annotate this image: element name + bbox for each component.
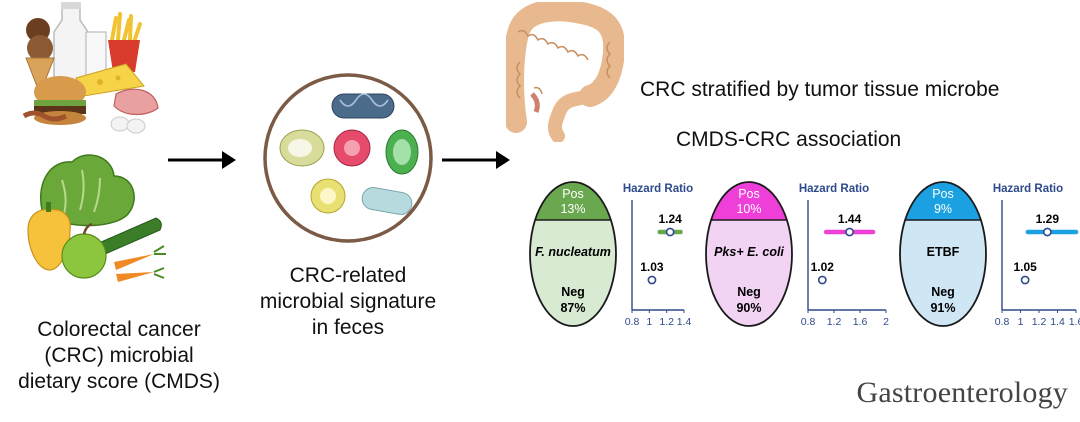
right-arrow-icon [442, 151, 510, 169]
colon-illustration-icon [506, 2, 624, 142]
etbf-tick-label: 1 [1018, 316, 1024, 328]
etbf-pos-pct: 9% [934, 202, 952, 216]
pks-neg-value: 1.02 [811, 260, 835, 274]
fn-neg-value: 1.03 [640, 260, 664, 274]
fn-neg-point [647, 275, 657, 285]
fn-hr-title: Hazard Ratio [623, 183, 693, 195]
etbf-neg-label: Neg [931, 285, 955, 299]
pks-hr-title: Hazard Ratio [799, 183, 869, 195]
fn-pos-label: Pos [562, 187, 584, 201]
etbf-neg-pct: 91% [930, 301, 955, 315]
fn-neg-label: Neg [561, 285, 585, 299]
etbf-tick-label: 0.8 [995, 316, 1010, 328]
etbf-microbe-name: ETBF [927, 245, 960, 259]
cmds-caption: Colorectal cancer (CRC) microbial dietar… [0, 317, 238, 395]
stratified-heading: CRC stratified by tumor tissue microbe [640, 78, 1000, 101]
right-arrow-icon [168, 151, 236, 169]
vegetables-and-fruit-icon [27, 154, 166, 282]
fn-tick-label: 1.4 [677, 316, 692, 328]
microbial-signature-caption: CRC-related microbial signature in feces [246, 263, 450, 341]
etbf-tick-label: 1.4 [1050, 316, 1065, 328]
etbf-neg-value: 1.05 [1013, 260, 1037, 274]
fn-tick-label: 0.8 [625, 316, 640, 328]
pks-pos-value: 1.44 [838, 212, 862, 226]
pks-tick-label: 0.8 [801, 316, 816, 328]
pks-tick-label: 1.2 [827, 316, 842, 328]
pks-pos-label: Pos [738, 187, 760, 201]
fn-pos-pct: 13% [560, 202, 585, 216]
pks-microbe-name: Pks+ E. coli [714, 245, 784, 259]
etbf-hr-title: Hazard Ratio [993, 183, 1063, 195]
etbf-tick-label: 1.2 [1032, 316, 1047, 328]
fn-pos-value: 1.24 [658, 212, 682, 226]
microbial-signature-caption-line: in feces [311, 316, 385, 339]
pks-pos-pct: 10% [736, 202, 761, 216]
fn-pos-point [665, 227, 675, 237]
fn-microbe-name: F. nucleatum [535, 245, 611, 259]
fn-ellipse-outline [529, 181, 617, 327]
journal-name: Gastroenterology [856, 376, 1068, 409]
pks-tick-label: 2 [883, 316, 889, 328]
pks-neg-label: Neg [737, 285, 761, 299]
etbf-tick-label: 1.6 [1069, 316, 1080, 328]
pks-pos-point [845, 227, 854, 237]
etbf-neg-point [1020, 275, 1030, 285]
pks-tick-label: 1.6 [853, 316, 868, 328]
microbial-signature-caption-line: microbial signature [259, 290, 437, 313]
dessert-and-dairy-food-icon [22, 2, 159, 134]
etbf-pos-value: 1.29 [1036, 212, 1060, 226]
pks-neg-point [817, 275, 827, 285]
microbe-circle-icon [263, 73, 433, 243]
pks-neg-pct: 90% [736, 301, 761, 315]
cmds-caption-line: (CRC) microbial [44, 344, 194, 367]
association-heading: CMDS-CRC association [676, 128, 902, 151]
etbf-ellipse-outline [899, 181, 987, 327]
fn-tick-label: 1 [646, 316, 652, 328]
microbial-signature-caption-line: CRC-related [289, 264, 407, 287]
etbf-pos-point [1042, 227, 1052, 237]
cmds-caption-line: Colorectal cancer [37, 318, 201, 341]
cmds-caption-line: dietary score (CMDS) [18, 370, 220, 393]
pks-ellipse-outline [705, 181, 793, 327]
etbf-pos-label: Pos [932, 187, 954, 201]
fn-tick-label: 1.2 [659, 316, 674, 328]
fn-neg-pct: 87% [560, 301, 585, 315]
